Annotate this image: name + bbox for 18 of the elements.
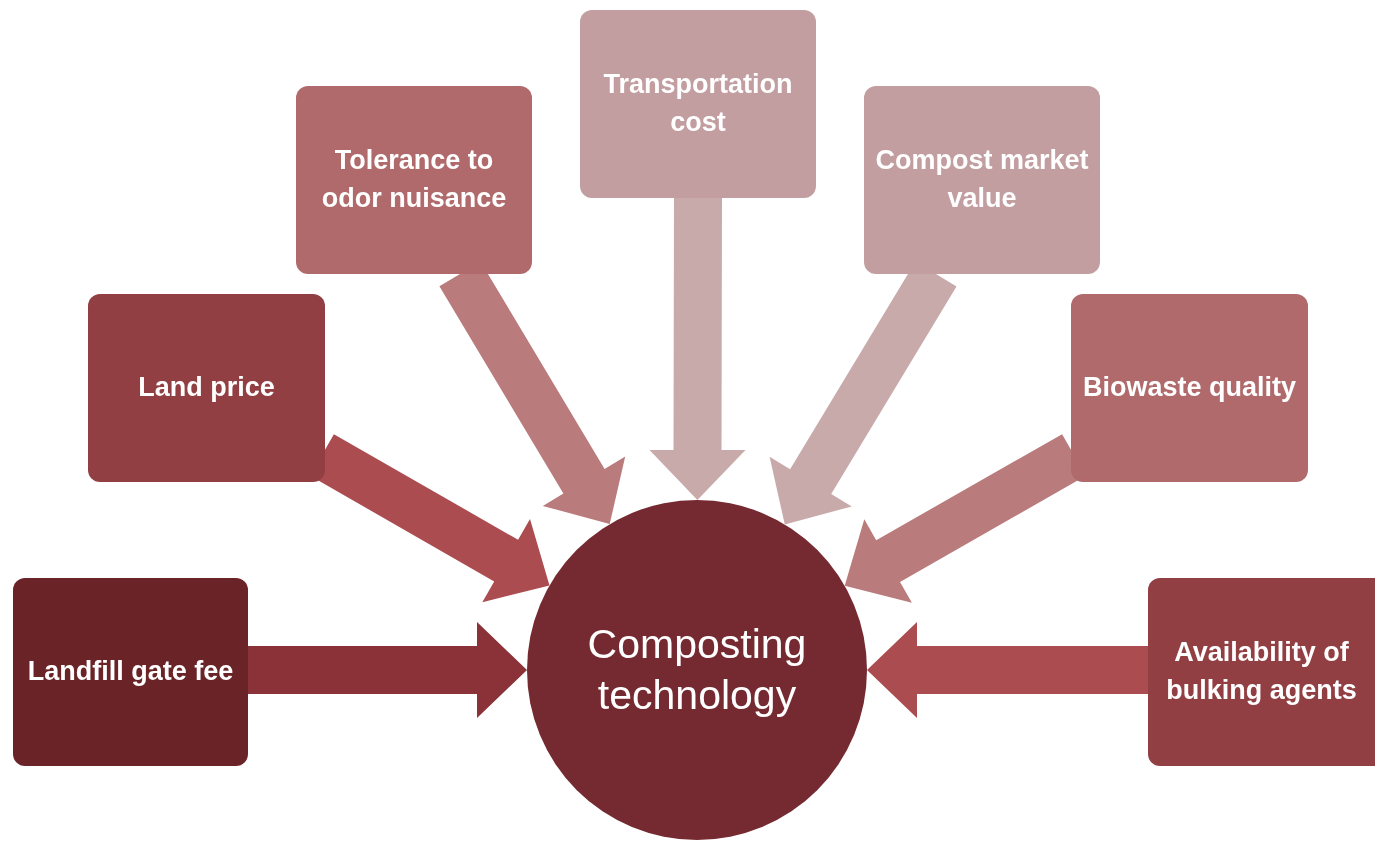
block-arrow [248, 622, 527, 718]
node-label: Availability of bulking agents [1165, 636, 1358, 707]
factor-box [13, 578, 248, 766]
factor-box [296, 86, 532, 274]
node-label: Transportation cost [602, 68, 794, 139]
factor-box [1148, 578, 1375, 766]
factor-box [88, 294, 325, 482]
factor-box [1071, 294, 1308, 482]
factor-box [580, 10, 816, 198]
node-label: Compost market value [874, 144, 1090, 215]
block-arrow [649, 197, 746, 500]
factor-box [864, 86, 1100, 274]
node-label: Biowaste quality [1082, 371, 1296, 405]
node-label: Landfill gate fee [27, 655, 234, 689]
node-label: Composting technology [586, 619, 808, 720]
node-label: Land price [138, 371, 275, 405]
node-label: Tolerance to odor nuisance [320, 144, 508, 215]
block-arrow [867, 622, 1148, 718]
